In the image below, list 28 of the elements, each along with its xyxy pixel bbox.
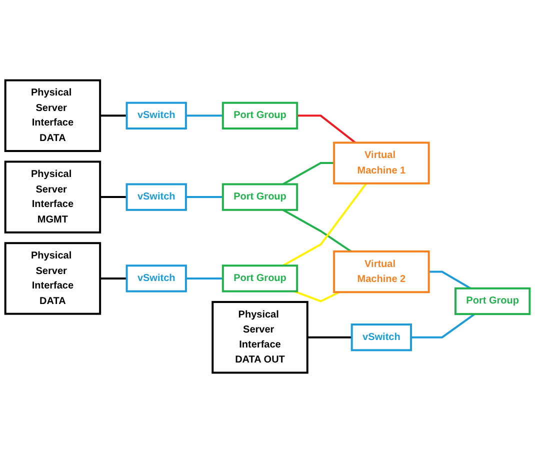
connector: [411, 313, 476, 338]
node-box: vSwitch: [126, 102, 187, 130]
connector: [282, 209, 352, 252]
node-box: Virtual Machine 1: [333, 142, 430, 184]
node-box: Physical Server Interface DATA: [4, 242, 102, 315]
connector: [186, 196, 223, 198]
node-box: Port Group: [222, 183, 298, 211]
node-box: Port Group: [454, 287, 531, 316]
connector: [100, 114, 127, 117]
connector: [100, 277, 127, 280]
connector: [428, 270, 472, 290]
node-box: Virtual Machine 2: [333, 250, 430, 294]
node-box: Physical Server Interface MGMT: [4, 160, 102, 234]
node-box: vSwitch: [350, 324, 412, 352]
node-box: Physical Server Interface DATA OUT: [212, 300, 308, 374]
node-box: vSwitch: [126, 264, 187, 292]
connector: [186, 114, 223, 117]
node-box: Port Group: [222, 264, 298, 292]
node-box: Physical Server Interface DATA: [4, 79, 102, 152]
connector: [282, 182, 368, 266]
connector: [307, 336, 352, 338]
connector: [100, 196, 127, 198]
connector: [294, 290, 340, 302]
connector: [186, 277, 223, 280]
node-box: vSwitch: [126, 183, 187, 211]
node-box: Port Group: [222, 102, 298, 130]
connector: [282, 162, 334, 186]
connector: [297, 114, 356, 144]
